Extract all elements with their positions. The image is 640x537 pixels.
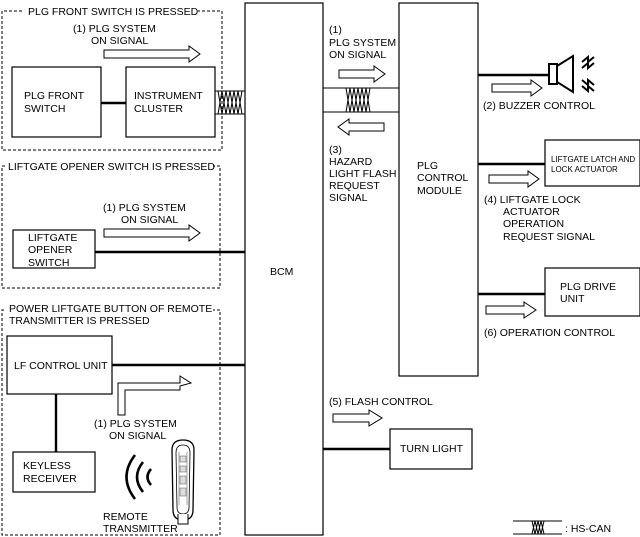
latch-group: LIFTGATE LATCH AND LOCK ACTUATOR (4) LIF… [478,139,640,243]
legend-hs-can-label: : HS-CAN [565,523,611,535]
signal-1-bcm-line3: ON SIGNAL [329,49,386,61]
signal-1-bcm-line2: PLG SYSTEM [329,37,396,49]
plg-front-switch-line1: PLG FRONT [24,90,85,102]
hs-can-cluster-bcm [215,90,245,115]
signal-1-remote-line2: ON SIGNAL [109,430,166,442]
signal-4-line1: (4) LIFTGATE LOCK [484,194,581,206]
signal-6-label: (6) OPERATION CONTROL [484,327,615,339]
scenario-remote-label-line2: TRANSMITTER IS PRESSED [9,315,150,327]
signal-2-label: (2) BUZZER CONTROL [483,100,595,112]
bcm-box [244,2,324,536]
scenario-front-switch: PLG FRONT SWITCH IS PRESSED (1) PLG SYST… [1,6,223,151]
plg-front-switch-box [11,66,102,138]
liftgate-opener-switch-box [12,229,96,269]
signal-4-arrow [488,170,540,188]
bcm-to-plg-signals: (1) PLG SYSTEM ON SIGNAL (3) HAZARD LIGH… [323,24,399,204]
liftgate-opener-line3: SWITCH [28,257,69,269]
signal-4-line3: OPERATION [503,218,564,230]
plg-drive-unit-line2: UNIT [560,293,585,305]
signal-1-remote-arrow [117,375,193,416]
signal-1-bcm-arrow [338,65,386,83]
radio-wave-icon [125,454,153,500]
scenario-opener-switch: LIFTGATE OPENER SWITCH IS PRESSED (1) PL… [1,161,221,289]
instrument-cluster-line2: CLUSTER [134,103,183,115]
legend-hs-can: : HS-CAN [513,520,611,535]
keyless-receiver-line2: RECEIVER [23,473,77,485]
signal-1-front-line1: (1) PLG SYSTEM [73,23,156,35]
signal-5-arrow [332,409,383,427]
lf-control-unit-box [6,335,113,395]
plg-control-module-box [398,2,479,377]
buzzer-icon [548,54,595,94]
plg-drive-unit-line1: PLG DRIVE [560,281,616,293]
signal-4-line2: ACTUATOR [503,206,560,218]
liftgate-latch-line1: LIFTGATE LATCH AND [551,155,635,164]
lf-control-unit-label: LF CONTROL UNIT [14,360,108,372]
signal-3-line4: REQUEST [329,180,380,192]
signal-1-opener-line1: (1) PLG SYSTEM [103,202,186,214]
signal-1-front-line2: ON SIGNAL [91,35,148,47]
turn-light-label: TURN LIGHT [400,443,464,455]
keyless-receiver-box [12,451,96,493]
plg-front-switch-line2: SWITCH [24,103,65,115]
signal-1-remote-line1: (1) PLG SYSTEM [94,418,177,430]
signal-1-front-arrow [103,45,201,63]
signal-3-line5: SIGNAL [329,192,368,204]
signal-5-label: (5) FLASH CONTROL [329,396,433,408]
turn-light-box [389,428,473,470]
liftgate-latch-line2: LOCK ACTUATOR [551,165,618,174]
flash-control-group: (5) FLASH CONTROL TURN LIGHT [323,396,473,470]
signal-3-arrow [337,118,385,136]
instrument-cluster-box [125,66,216,138]
remote-transmitter-line2: TRANSMITTER [103,523,178,535]
signal-1-opener-line2: ON SIGNAL [121,214,178,226]
keyless-receiver-line1: KEYLESS [23,460,71,472]
liftgate-latch-box [544,139,640,187]
remote-transmitter-line1: REMOTE [103,511,148,523]
signal-3-line2: HAZARD [329,156,373,168]
remote-transmitter-icon [171,439,195,525]
drive-unit-group: PLG DRIVE UNIT (6) OPERATION CONTROL [478,267,640,339]
scenario-remote-label-line1: POWER LIFTGATE BUTTON OF REMOTE [9,303,212,315]
signal-3-line1: (3) [329,144,342,156]
scenario-remote: POWER LIFTGATE BUTTON OF REMOTE TRANSMIT… [1,303,221,536]
plg-control-module-line3: MODULE [417,185,462,197]
instrument-cluster-line1: INSTRUMENT [134,90,203,102]
signal-1-opener-arrow [103,224,201,242]
scenario-opener-switch-label: LIFTGATE OPENER SWITCH IS PRESSED [8,161,215,173]
plg-control-module-line1: PLG [417,160,438,172]
bcm-label: BCM [270,266,293,278]
buzzer-group: (2) BUZZER CONTROL [478,54,595,112]
signal-1-bcm-line1: (1) [329,24,342,36]
liftgate-opener-line1: LIFTGATE [28,232,77,244]
plg-drive-unit-box [544,267,640,317]
signal-3-line3: LIGHT FLASH [329,168,397,180]
liftgate-opener-line2: OPENER [28,244,73,256]
plg-control-module-line2: CONTROL [417,172,468,184]
signal-2-arrow [491,79,543,97]
signal-4-line4: REQUEST SIGNAL [503,231,595,243]
scenario-front-switch-label: PLG FRONT SWITCH IS PRESSED [28,6,199,18]
signal-6-arrow [485,301,537,319]
